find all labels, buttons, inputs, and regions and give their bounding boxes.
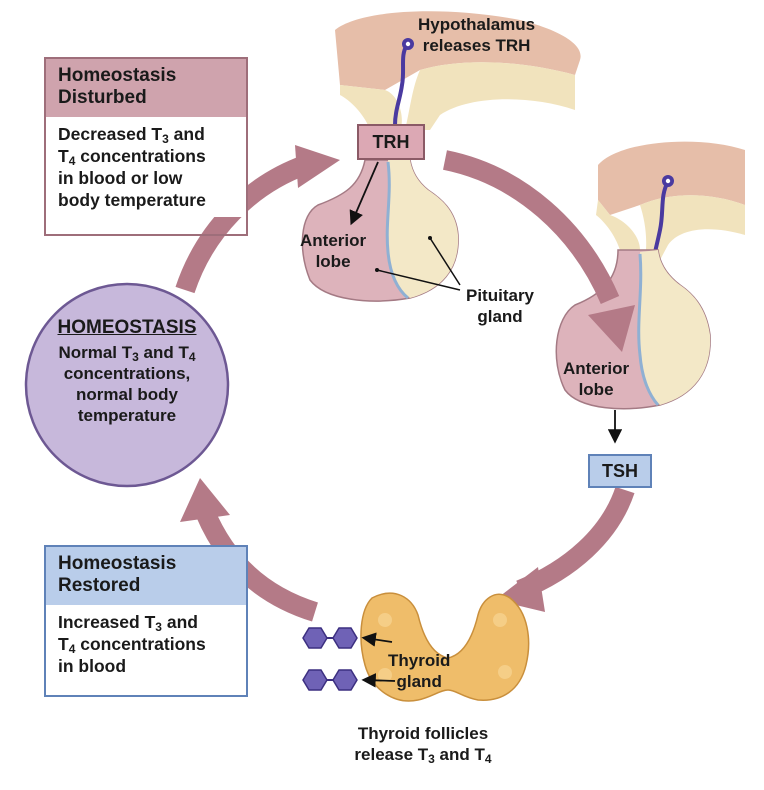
disturbed-body-line: Decreased T3 and — [58, 124, 205, 146]
disturbed-body-line: in blood or low — [58, 168, 183, 188]
tsh-box: TSH — [588, 454, 652, 488]
trh-box: TRH — [357, 124, 425, 160]
thyroid-gland-label: Thyroid gland — [388, 651, 451, 691]
right-pituitary-gland — [555, 249, 711, 410]
top-hypothalamus-illustration — [335, 11, 581, 130]
hypothalamus-label: Hypothalamus releases TRH — [418, 15, 536, 55]
top-pituitary-gland — [301, 159, 459, 302]
trh-label: TRH — [372, 132, 410, 152]
homeostasis-circle — [24, 282, 230, 488]
t3-t4-molecule-upper — [302, 627, 358, 649]
pituitary-leader-2 — [376, 269, 461, 291]
homeostasis-title: HOMEOSTASIS — [57, 317, 197, 338]
pituitary-leader-1 — [429, 237, 461, 286]
homeostasis-body-line: normal body — [75, 385, 178, 404]
pituitary-gland-label: Pituitary gland — [466, 286, 535, 326]
t3-t4-molecule-lower — [302, 669, 358, 691]
homeostasis-body-line: temperature — [77, 406, 177, 425]
thyroid-to-molecule-upper-arrow — [361, 632, 393, 647]
tsh-label: TSH — [602, 461, 638, 481]
restored-body-line: T4 concentrations — [58, 634, 206, 656]
homeostasis-body-line: concentrations, — [63, 364, 191, 383]
anterior-lobe-top-label: Anterior lobe — [300, 231, 367, 271]
disturbed-body-line: body temperature — [58, 190, 206, 210]
restored-body-line: in blood — [58, 656, 127, 676]
restored-header: Homeostasis Restored — [46, 547, 246, 605]
homeostasis-body-line: Normal T3 and T4 — [58, 343, 196, 364]
thyroid-follicles-caption: Thyroid follicles release T3 and T4 — [354, 724, 492, 766]
cycle-arrow-top-left-head — [295, 145, 340, 188]
cycle-arrow-top-right — [442, 150, 620, 304]
trh-to-anterior-lobe-arrow — [349, 161, 379, 226]
disturbed-body-line: T4 concentrations — [58, 146, 206, 168]
restored-body-line: Increased T3 and — [58, 612, 198, 634]
disturbed-header: Homeostasis Disturbed — [46, 59, 246, 117]
anterior-lobe-right-label: Anterior lobe — [563, 359, 630, 399]
cycle-arrow-bottom-left-head — [180, 478, 230, 522]
thyroid-to-molecule-lower-arrow — [361, 673, 396, 688]
thyroid-gland-illustration — [360, 592, 530, 702]
cycle-arrow-top-right-head — [588, 305, 635, 352]
